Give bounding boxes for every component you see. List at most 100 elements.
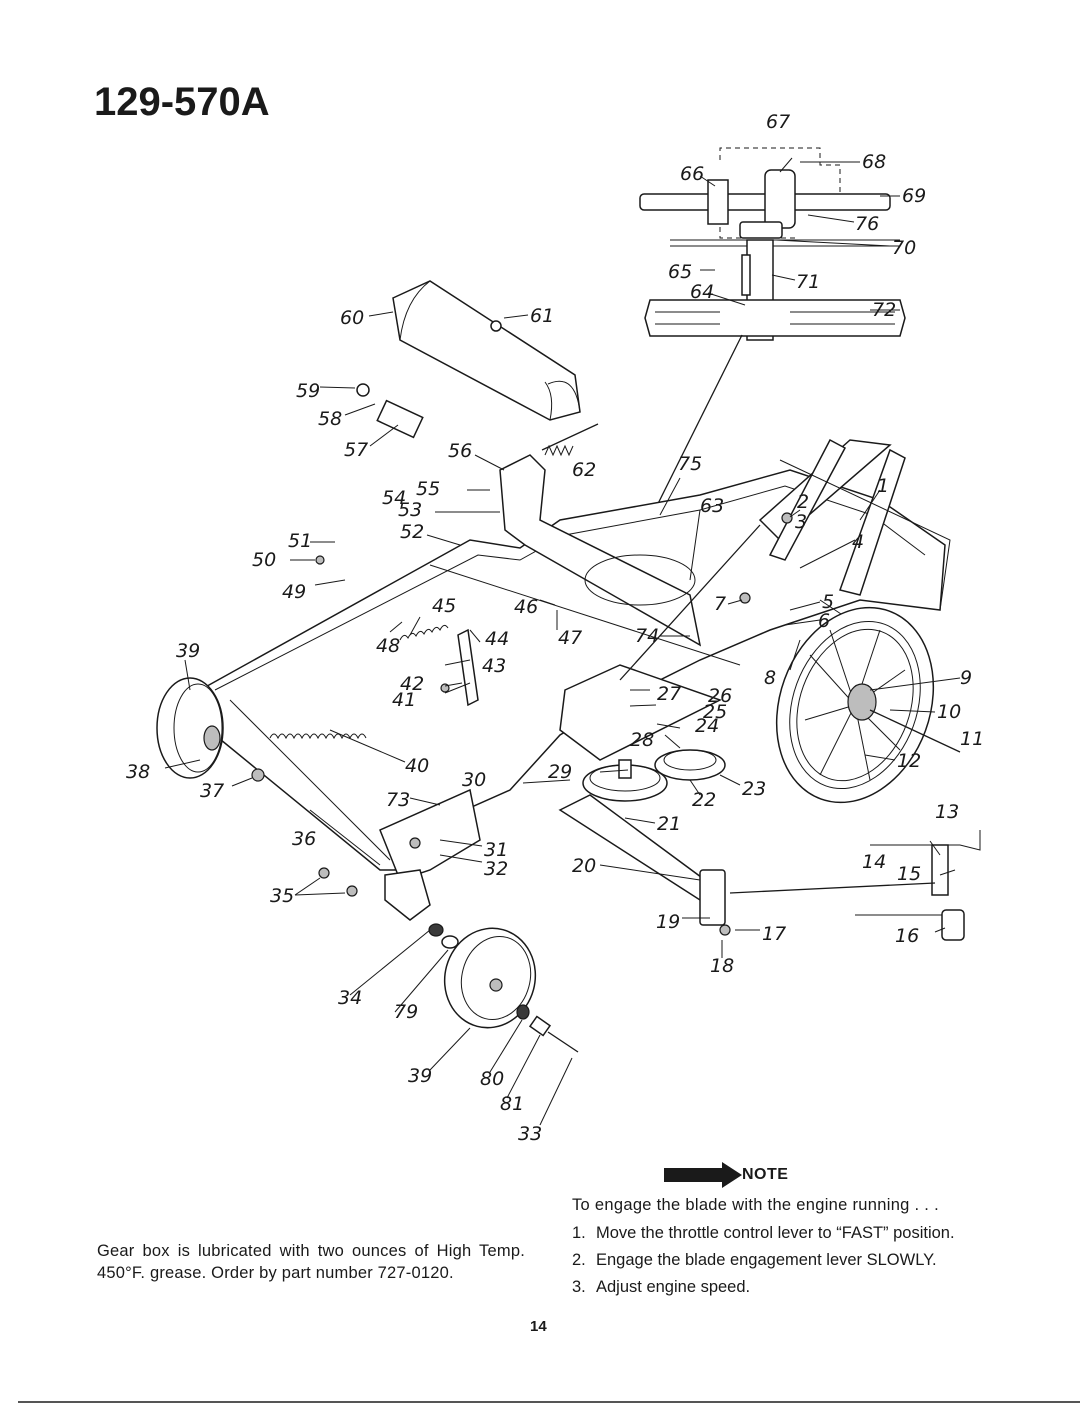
callout-20: 20 (572, 855, 596, 877)
callout-79: 79 (394, 1001, 418, 1023)
model-number-title: 129-570A (94, 80, 270, 124)
callout-8: 8 (764, 667, 776, 689)
linkage-13-16 (729, 830, 981, 941)
callout-60: 60 (340, 307, 364, 329)
callout-4: 4 (852, 531, 864, 553)
callout-1: 1 (877, 475, 889, 497)
callout-14: 14 (862, 851, 886, 873)
front-wheel-lower (428, 923, 579, 1053)
front-wheel-left (156, 677, 224, 779)
callout-13: 13 (935, 801, 959, 823)
callout-31: 31 (484, 839, 508, 861)
callout-57: 57 (344, 439, 368, 461)
callout-46: 46 (514, 596, 538, 618)
callout-61: 61 (530, 305, 554, 327)
note-step: 3.Adjust engine speed. (572, 1276, 992, 1298)
note-intro: To engage the blade with the engine runn… (572, 1196, 939, 1214)
note-step: 1. Move the throttle control lever to “FA… (572, 1222, 992, 1244)
callout-34: 34 (338, 987, 362, 1009)
note-header: NOTE (572, 1162, 992, 1188)
callout-18: 18 (710, 955, 734, 977)
step-number: 3. (572, 1278, 586, 1296)
callout-12: 12 (897, 750, 921, 772)
note-steps: 1. Move the throttle control lever to “FA… (572, 1222, 992, 1298)
step-text: Engage the blade engagement lever SLOWLY… (596, 1251, 937, 1269)
callout-43: 43 (482, 655, 506, 677)
callout-labels: 1 2 3 4 5 6 7 8 9 10 11 12 13 14 15 16 1… (126, 111, 984, 1145)
note-step: 2. Engage the blade engagement lever SLOW… (572, 1249, 992, 1271)
callout-56: 56 (448, 440, 472, 462)
bottom-rule (18, 1401, 1080, 1403)
callout-67: 67 (766, 111, 790, 133)
step-number: 2. (572, 1251, 586, 1269)
callout-69: 69 (902, 185, 926, 207)
callout-55: 55 (416, 478, 440, 500)
callout-68: 68 (862, 151, 886, 173)
callout-32: 32 (484, 858, 508, 880)
callout-3: 3 (795, 511, 807, 533)
callout-63: 63 (700, 495, 724, 517)
callout-33: 33 (518, 1123, 542, 1145)
page-number: 14 (530, 1318, 547, 1335)
callout-62: 62 (572, 459, 596, 481)
callout-6: 6 (818, 610, 830, 632)
callout-16: 16 (895, 925, 919, 947)
callout-15: 15 (897, 863, 921, 885)
callout-35: 35 (270, 885, 294, 907)
callout-49: 49 (282, 581, 306, 603)
callout-54: 54 (382, 487, 406, 509)
callout-2: 2 (797, 491, 809, 513)
callout-28: 28 (630, 729, 654, 751)
callout-74: 74 (635, 625, 659, 647)
callout-7: 7 (714, 593, 726, 615)
hardware-57-62 (356, 320, 599, 457)
callout-38: 38 (126, 761, 150, 783)
deflector-part-60 (392, 280, 581, 421)
callout-80: 80 (480, 1068, 504, 1090)
callout-53: 53 (398, 499, 422, 521)
callout-19: 19 (656, 911, 680, 933)
note-arrow-icon (664, 1162, 742, 1188)
callout-30: 30 (462, 769, 486, 791)
callout-17: 17 (762, 923, 786, 945)
note-title: NOTE (742, 1166, 789, 1183)
callout-65: 65 (668, 261, 692, 283)
callout-29: 29 (548, 761, 572, 783)
callout-41: 41 (392, 689, 416, 711)
callout-71: 71 (796, 271, 820, 293)
callout-26: 26 (708, 685, 732, 707)
callout-10: 10 (937, 701, 961, 723)
leader-lines (164, 157, 961, 1126)
gearbox-lubrication-note: Gear box is lubricated with two ounces o… (97, 1242, 525, 1282)
callout-45: 45 (432, 595, 456, 617)
callout-25: 25 (703, 701, 727, 723)
callout-66: 66 (680, 163, 704, 185)
callout-50: 50 (252, 549, 276, 571)
callout-44: 44 (485, 628, 509, 650)
engagement-note: NOTE To engage the blade with the engine… (572, 1162, 992, 1303)
callout-51: 51 (288, 530, 312, 552)
callout-27: 27 (657, 683, 681, 705)
callout-59: 59 (296, 380, 320, 402)
deck-frame (199, 454, 946, 921)
bolts (251, 512, 793, 936)
callout-70: 70 (892, 237, 916, 259)
callout-58: 58 (318, 408, 342, 430)
callout-22: 22 (692, 789, 716, 811)
step-number: 1. (572, 1224, 586, 1242)
step-text: Move the throttle control lever to “FAST… (596, 1224, 955, 1242)
gearbox-inset (639, 147, 906, 341)
callout-72: 72 (872, 299, 896, 321)
callout-11: 11 (960, 728, 984, 750)
callout-48: 48 (376, 635, 400, 657)
blade-drive-pulleys (558, 749, 726, 926)
callout-37: 37 (200, 780, 224, 802)
callout-81: 81 (500, 1093, 524, 1115)
callout-39: 39 (176, 640, 200, 662)
callout-9: 9 (960, 667, 972, 689)
callout-36: 36 (292, 828, 316, 850)
callout-75: 75 (678, 453, 702, 475)
rear-wheel-right (775, 606, 961, 804)
callout-40: 40 (405, 755, 429, 777)
